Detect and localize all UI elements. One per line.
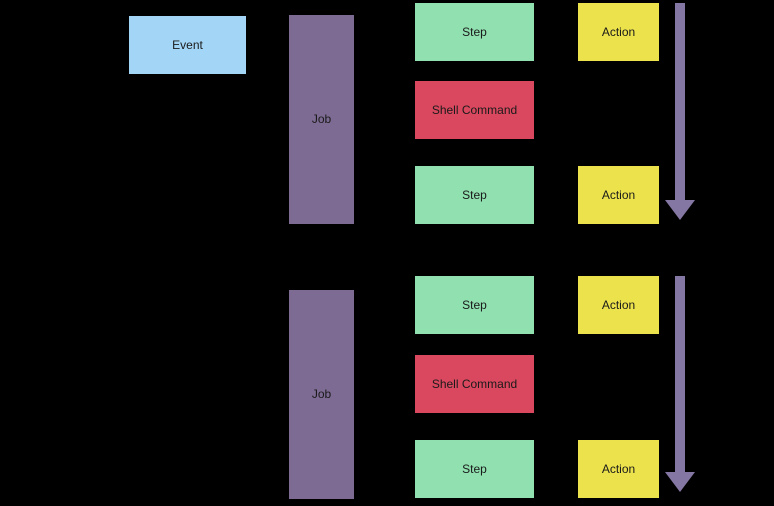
sequence-arrow-2 bbox=[665, 276, 695, 492]
action-node-2: Action bbox=[578, 166, 659, 224]
job-node-1: Job bbox=[289, 15, 354, 224]
shell-command-node-2: Shell Command bbox=[415, 355, 534, 413]
step-node-1: Step bbox=[415, 3, 534, 61]
arrow-down-icon bbox=[665, 472, 695, 492]
event-node: Event bbox=[129, 16, 246, 74]
action-node-4: Action bbox=[578, 440, 659, 498]
action-node-1: Action bbox=[578, 3, 659, 61]
arrow-shaft bbox=[675, 276, 685, 472]
step-node-2: Step bbox=[415, 166, 534, 224]
shell-command-node-1: Shell Command bbox=[415, 81, 534, 139]
arrow-down-icon bbox=[665, 200, 695, 220]
action-node-3: Action bbox=[578, 276, 659, 334]
job-node-2: Job bbox=[289, 290, 354, 499]
sequence-arrow-1 bbox=[665, 3, 695, 220]
arrow-shaft bbox=[675, 3, 685, 200]
step-node-3: Step bbox=[415, 276, 534, 334]
step-node-4: Step bbox=[415, 440, 534, 498]
